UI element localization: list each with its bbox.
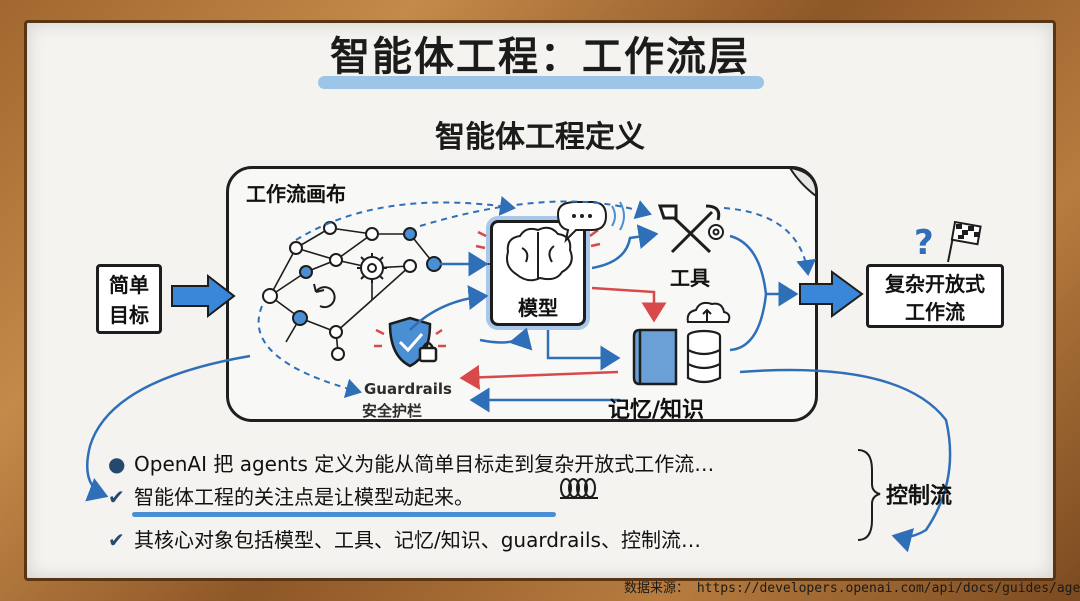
canvas-curl [790,168,816,196]
shield-icon [390,318,436,366]
memory-label: 记忆/知识 [608,392,704,424]
svg-text:?: ? [914,223,934,263]
bullet-item-2: ✔智能体工程的关注点是让模型动起来。 [108,481,474,510]
chat-bubble-icon [558,202,606,240]
bullet-item-1: ●OpenAI 把 agents 定义为能从简单目标走到复杂开放式工作流… [108,448,714,477]
dot-bullet-icon: ● [108,452,134,476]
gear-icon [357,253,387,283]
question-mark-icon: ? [914,223,934,263]
check-bullet-icon: ✔ [108,485,134,509]
control-flow-label: 控制流 [886,478,952,510]
source-citation: 数据来源： https://developers.openai.com/api/… [624,577,1080,596]
bullet-text-1: OpenAI 把 agents 定义为能从简单目标走到复杂开放式工作流… [134,448,714,477]
bullet-text-3: 其核心对象包括模型、工具、记忆/知识、guardrails、控制流… [134,524,701,553]
bracket-icon [858,450,880,540]
tools-label: 工具 [670,262,710,291]
cloud-icon [688,303,730,322]
output-arrow [800,272,862,316]
tools-gear-icon [709,225,723,239]
bullet-2-underline [132,512,556,517]
model-label: 模型 [490,292,586,321]
database-icon [688,331,720,382]
check-bullet-icon: ✔ [108,528,134,552]
sync-icon [314,284,335,307]
book-icon [634,330,676,384]
bullet-item-3: ✔其核心对象包括模型、工具、记忆/知识、guardrails、控制流… [108,524,701,553]
guardrails-label-en: Guardrails [364,380,452,398]
brain-icon [507,228,572,281]
bullet-text-2: 智能体工程的关注点是让模型动起来。 [134,481,474,510]
guardrails-label-cn: 安全护栏 [362,400,422,421]
spring-icon [560,479,598,498]
flow-arrows [410,234,796,400]
checkered-flag-icon [948,222,981,262]
input-arrow [172,276,234,316]
network-graph [270,228,490,352]
